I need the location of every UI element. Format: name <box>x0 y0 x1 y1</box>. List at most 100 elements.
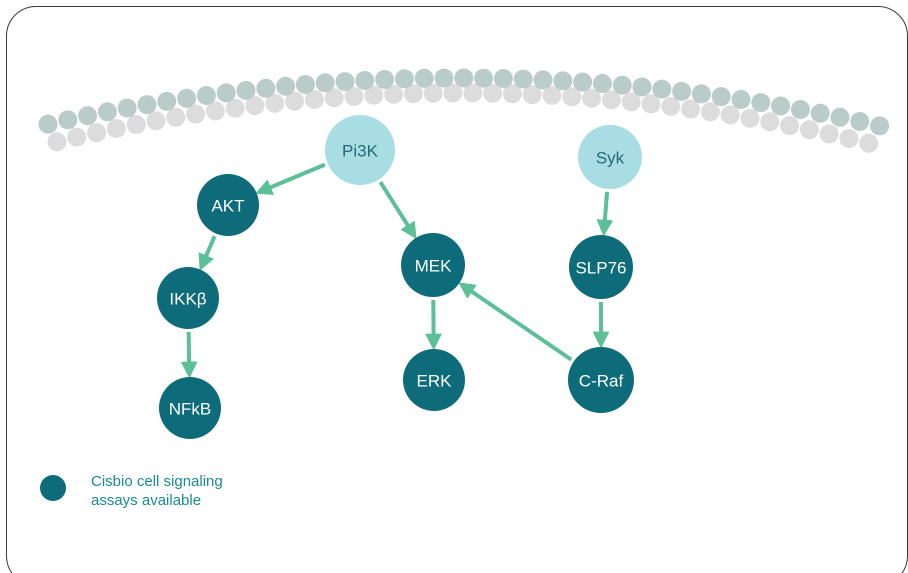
membrane-bead-outer <box>691 84 711 104</box>
membrane-bead-inner <box>443 83 463 103</box>
membrane-bead-inner <box>324 88 344 108</box>
membrane-bead-inner <box>641 94 661 114</box>
membrane-bead-outer <box>731 90 751 109</box>
node-ikkb-circle <box>157 267 219 329</box>
membrane-bead-outer <box>474 68 494 88</box>
membrane-bead-inner <box>225 98 245 118</box>
membrane-bead-inner <box>166 107 186 127</box>
node-pi3k-circle <box>325 115 395 185</box>
membrane-bead-inner <box>661 96 681 116</box>
membrane-bead-inner <box>601 90 621 110</box>
node-slp76-circle <box>569 235 633 299</box>
node-craf-circle <box>568 347 634 413</box>
membrane-bead-outer <box>850 112 870 131</box>
node-nfkb-circle <box>159 377 221 439</box>
membrane-bead-outer <box>810 103 830 123</box>
membrane-bead-inner <box>423 83 443 103</box>
node-erk-circle <box>403 349 465 411</box>
membrane-bead-outer <box>196 86 216 105</box>
membrane-bead-outer <box>592 74 612 93</box>
node-slp76: SLP76 <box>569 235 633 299</box>
membrane-bead-outer <box>632 77 652 97</box>
legend-dark-node-icon <box>40 475 66 501</box>
node-craf-label: C-Raf <box>579 372 624 391</box>
membrane-bead-outer <box>533 70 553 90</box>
membrane-bead-inner <box>364 85 384 105</box>
pathway-arrows <box>180 162 614 379</box>
membrane-bead-outer <box>375 70 395 89</box>
membrane-bead-inner <box>344 86 364 106</box>
membrane-bead-inner <box>839 129 859 148</box>
node-ikkb: IKKβ <box>157 267 219 329</box>
membrane-bead-outer <box>870 116 890 136</box>
membrane-bead-inner <box>67 127 87 147</box>
node-erk-label: ERK <box>417 372 453 391</box>
membrane-bead-outer <box>137 95 157 115</box>
membrane-bead-inner <box>562 87 582 107</box>
membrane-bead-outer <box>672 81 692 101</box>
membrane-bead-inner <box>700 102 720 122</box>
membrane-bead-outer <box>771 96 791 116</box>
membrane-bead-outer <box>315 73 335 93</box>
membrane-bead-inner <box>126 115 146 134</box>
membrane-bead-inner <box>542 86 562 105</box>
node-mek-circle <box>401 233 465 297</box>
membrane-bead-inner <box>859 133 879 153</box>
membrane-bead-outer <box>790 100 810 119</box>
membrane-bead-inner <box>760 112 780 132</box>
membrane-bead-outer <box>573 72 593 92</box>
membrane-bead-outer <box>216 83 236 103</box>
membrane-bead-outer <box>97 102 117 122</box>
membrane-bead-inner <box>621 92 641 112</box>
arrow-akt-to-ikkb <box>198 235 217 271</box>
arrow-ikkb-to-nfkb <box>180 331 198 379</box>
membrane-bead-outer <box>157 91 177 111</box>
membrane-bead-outer <box>58 110 78 130</box>
membrane-bead-outer <box>553 71 573 91</box>
arrow-pi3k-to-mek <box>378 181 417 240</box>
node-craf: C-Raf <box>568 347 634 413</box>
membrane-bead-outer <box>236 81 256 100</box>
membrane-bead-inner <box>245 96 265 116</box>
node-nfkb-label: NFkB <box>169 400 212 419</box>
node-slp76-label: SLP76 <box>575 259 626 278</box>
legend-text-line1: Cisbio cell signaling <box>91 473 223 490</box>
membrane-bead-outer <box>177 88 197 108</box>
node-ikkb-label: IKKβ <box>169 290 206 309</box>
node-pi3k-label: Pi3K <box>342 142 379 161</box>
node-mek: MEK <box>401 233 465 297</box>
membrane-bead-outer <box>652 79 672 99</box>
membrane-bead-inner <box>265 93 285 113</box>
node-akt: AKT <box>197 174 259 236</box>
node-erk: ERK <box>403 349 465 411</box>
membrane-bead-inner <box>205 101 225 121</box>
membrane-bead-inner <box>522 85 542 105</box>
membrane-bead-outer <box>513 69 533 89</box>
membrane-bead-outer <box>38 114 58 134</box>
membrane-bead-outer <box>454 68 474 88</box>
membrane-bead-outer <box>78 106 98 126</box>
node-akt-label: AKT <box>211 197 244 216</box>
cell-membrane <box>38 68 890 153</box>
membrane-bead-outer <box>830 107 850 127</box>
membrane-bead-outer <box>711 87 731 107</box>
membrane-bead-inner <box>304 89 324 109</box>
membrane-bead-outer <box>117 98 137 118</box>
legend-text-line2: assays available <box>91 492 202 509</box>
node-pi3k: Pi3K <box>325 115 395 185</box>
node-akt-circle <box>197 174 259 236</box>
node-syk: Syk <box>578 125 642 189</box>
membrane-bead-inner <box>681 99 701 119</box>
node-mek-label: MEK <box>415 257 453 276</box>
membrane-bead-inner <box>502 84 522 104</box>
legend: Cisbio cell signaling assays available <box>40 472 291 510</box>
membrane-bead-inner <box>106 119 126 138</box>
arrow-syk-to-slp76 <box>596 191 614 237</box>
membrane-bead-inner <box>285 91 305 111</box>
membrane-bead-outer <box>295 75 315 94</box>
membrane-bead-inner <box>720 105 740 125</box>
arrow-craf-to-mek <box>458 282 573 362</box>
